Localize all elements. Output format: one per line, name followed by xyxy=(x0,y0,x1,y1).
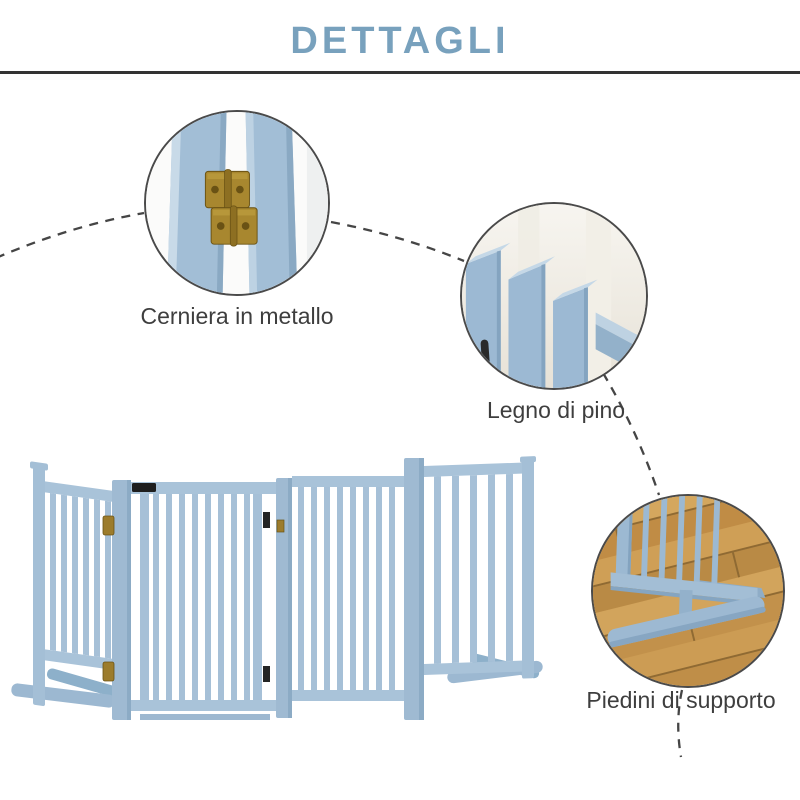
brass-hinge-lower xyxy=(210,205,258,247)
brass-hinge-top xyxy=(102,515,115,536)
gate-right-panel xyxy=(424,456,536,679)
dashed-connector-hinge-to-wood xyxy=(330,220,465,263)
brass-hinge-bottom xyxy=(102,661,115,682)
wood-detail-circle xyxy=(460,202,648,390)
hinge-callout-label: Cerniera in metallo xyxy=(140,303,334,329)
hinge-detail-photo xyxy=(146,112,328,294)
gate-door-panel xyxy=(131,482,277,720)
gate-middle-right-panel xyxy=(292,476,404,701)
wood-callout-label: Legno di pino xyxy=(486,397,626,423)
dashed-connector-left xyxy=(0,211,145,258)
pet-gate-product-photo xyxy=(11,456,543,720)
left-support-foot xyxy=(11,668,117,708)
gate-bottom-rail xyxy=(610,572,758,602)
feet-callout-label: Piedini di supporto xyxy=(586,687,776,713)
page-title: DETTAGLI xyxy=(290,20,510,62)
pine-post-middle xyxy=(508,256,555,388)
feet-detail-photo xyxy=(593,496,783,686)
title-divider xyxy=(0,71,800,74)
gate-left-panel xyxy=(30,461,113,707)
door-hinge-bottom xyxy=(263,666,270,682)
door-hinge-top xyxy=(263,512,270,528)
feet-detail-circle xyxy=(591,494,785,688)
dashed-connector-wood-to-feet xyxy=(602,372,661,496)
gate-end-post xyxy=(404,458,424,720)
wood-detail-photo xyxy=(462,204,646,388)
hinge-detail-circle xyxy=(144,110,330,296)
gate-hinge-post-right xyxy=(276,478,292,718)
brass-hinge-upper xyxy=(204,169,250,211)
gate-hinge-post-left xyxy=(102,480,131,720)
door-latch xyxy=(132,483,156,492)
pine-post-right xyxy=(553,279,598,388)
dashed-connector-feet-bottom xyxy=(677,689,684,758)
front-foot xyxy=(607,596,766,648)
